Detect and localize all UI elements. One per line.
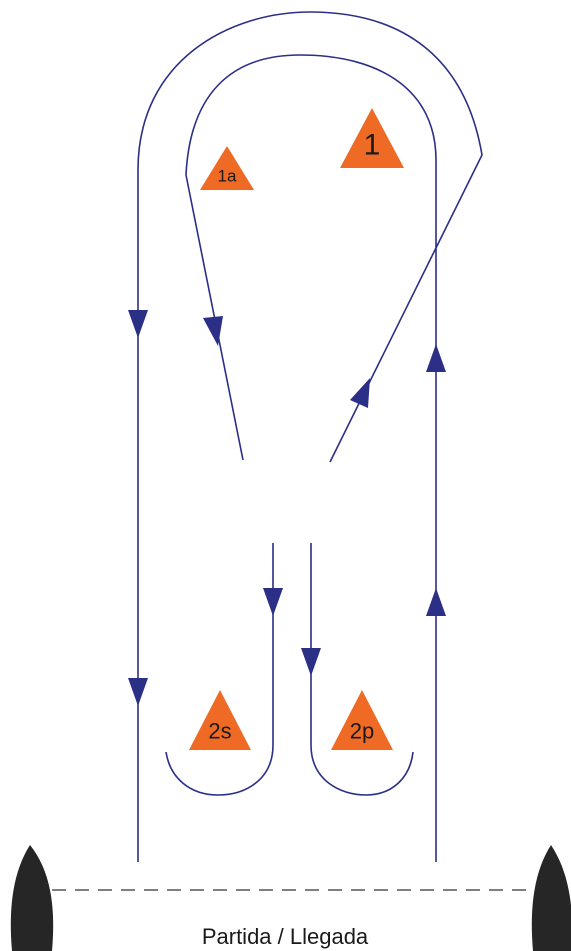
mark-2s: 2s — [189, 690, 251, 750]
mark-1a: 1a — [200, 146, 254, 190]
arrowhead-icon — [426, 344, 446, 372]
svg-text:1a: 1a — [218, 167, 237, 186]
arrowhead-icon — [350, 378, 370, 408]
boat-icon — [531, 845, 571, 951]
gate-line-2s — [165, 543, 274, 796]
inner-course-line — [185, 54, 437, 862]
boat-icon — [10, 845, 54, 951]
pin-end-boat — [531, 845, 571, 951]
arrowhead-icon — [426, 588, 446, 616]
outer-course-line — [137, 11, 483, 862]
svg-text:2s: 2s — [208, 719, 231, 744]
arrowhead-icon — [128, 678, 148, 706]
arrowhead-icon — [263, 588, 283, 616]
svg-text:2p: 2p — [350, 719, 374, 744]
course-lines — [137, 11, 483, 862]
mark-2p: 2p — [331, 690, 393, 750]
course-marks: 1 1a 2s 2p — [189, 108, 404, 750]
svg-text:1: 1 — [364, 129, 381, 162]
arrowhead-icon — [203, 316, 223, 346]
gate-line-2p — [310, 543, 414, 796]
mark-1: 1 — [340, 108, 404, 168]
course-arrows — [128, 310, 446, 706]
arrowhead-icon — [301, 648, 321, 676]
committee-boat — [10, 845, 54, 951]
start-finish-label: Partida / Llegada — [202, 924, 369, 949]
arrowhead-icon — [128, 310, 148, 338]
